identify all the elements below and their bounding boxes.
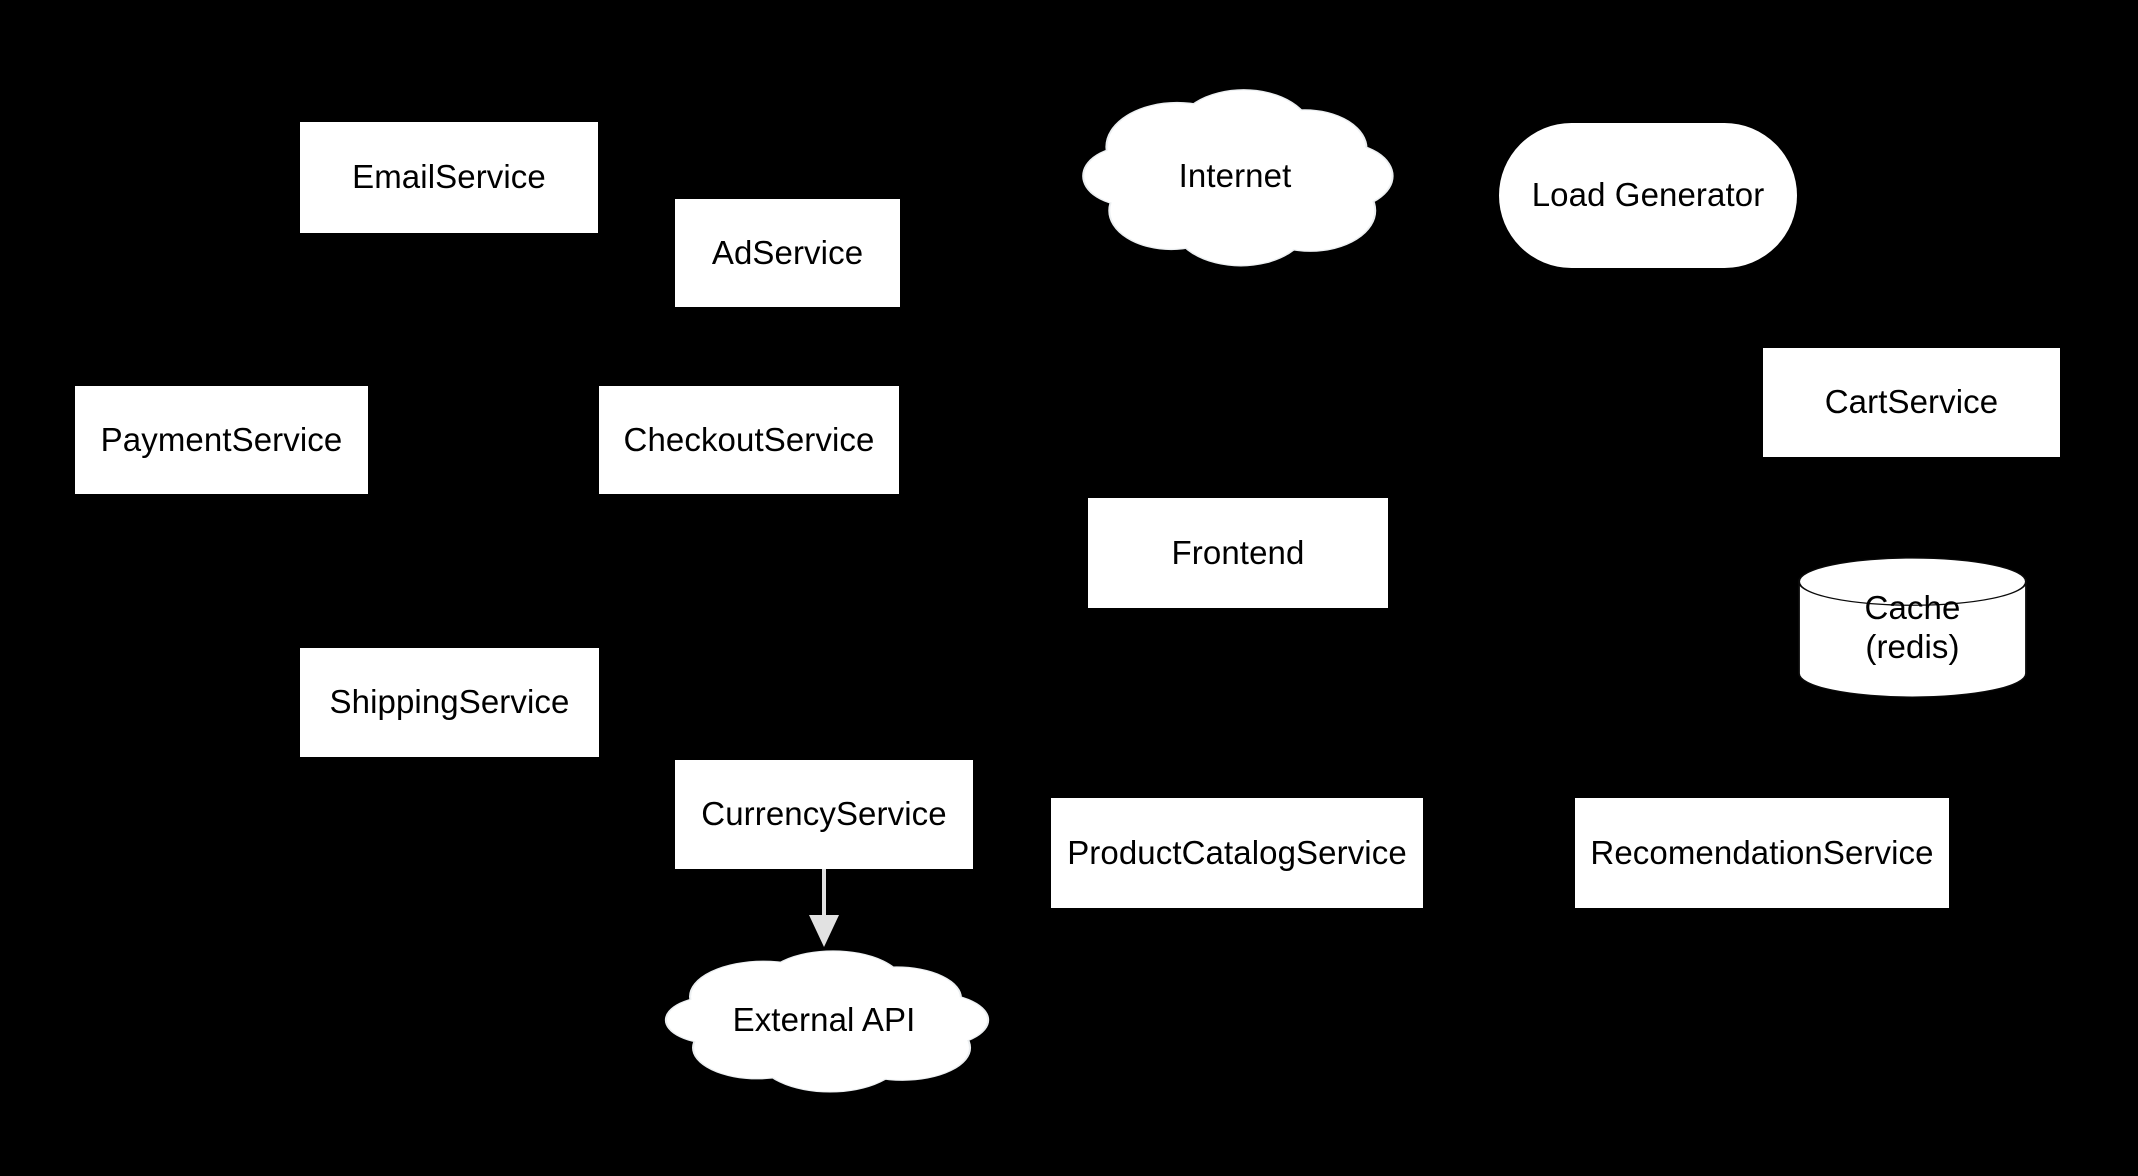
- node-label-adservice: AdService: [711, 233, 864, 271]
- node-cache[interactable]: Cache (redis): [1797, 557, 2028, 698]
- cloud-shape-internet: [1082, 85, 1394, 267]
- node-label-paymentservice: PaymentService: [100, 420, 343, 458]
- node-internet[interactable]: Internet: [1082, 85, 1394, 267]
- node-currencyservice[interactable]: CurrencyService: [675, 760, 973, 869]
- node-frontend[interactable]: Frontend: [1088, 498, 1388, 608]
- node-recomendationservice[interactable]: RecomendationService: [1575, 798, 1949, 908]
- cloud-shape-externalapi: [664, 947, 990, 1093]
- node-label-cartservice: CartService: [1824, 383, 1999, 421]
- node-label-productcatalogservice: ProductCatalogService: [1067, 833, 1407, 871]
- node-label-emailservice: EmailService: [352, 158, 546, 196]
- node-emailservice[interactable]: EmailService: [300, 122, 598, 233]
- node-cartservice[interactable]: CartService: [1763, 348, 2060, 457]
- node-externalapi[interactable]: External API: [664, 947, 990, 1093]
- node-loadgenerator[interactable]: Load Generator: [1499, 123, 1797, 268]
- node-productcatalogservice[interactable]: ProductCatalogService: [1051, 798, 1423, 908]
- node-label-currencyservice: CurrencyService: [701, 795, 947, 833]
- node-paymentservice[interactable]: PaymentService: [75, 386, 368, 494]
- node-label-checkoutservice: CheckoutService: [623, 420, 875, 458]
- node-label-frontend: Frontend: [1171, 533, 1305, 571]
- cylinder-shape-cache: [1797, 557, 2028, 698]
- node-label-loadgenerator: Load Generator: [1531, 176, 1765, 214]
- node-adservice[interactable]: AdService: [675, 199, 900, 307]
- node-checkoutservice[interactable]: CheckoutService: [599, 386, 899, 494]
- node-shippingservice[interactable]: ShippingService: [300, 648, 599, 757]
- node-label-shippingservice: ShippingService: [329, 683, 570, 721]
- node-label-recomendationservice: RecomendationService: [1590, 833, 1934, 871]
